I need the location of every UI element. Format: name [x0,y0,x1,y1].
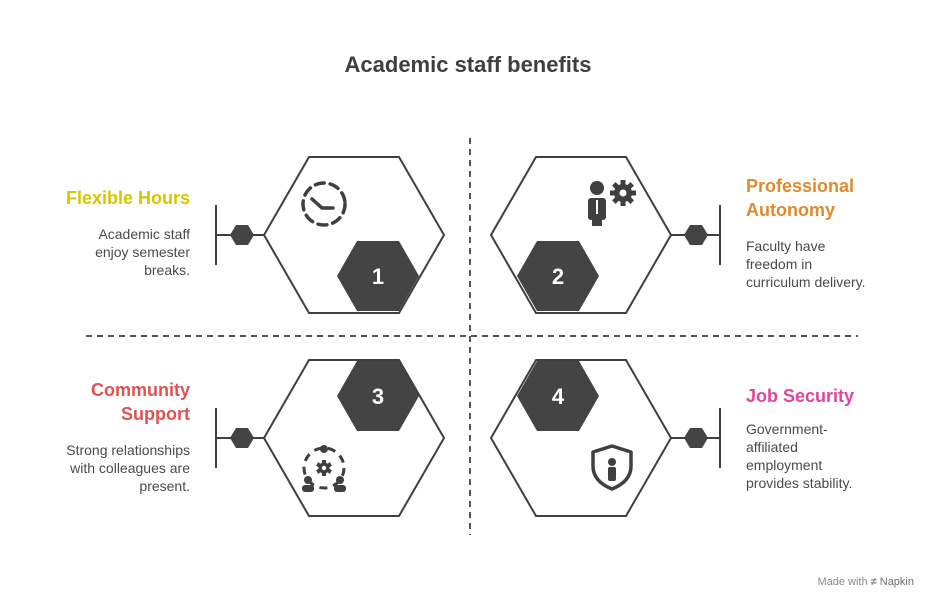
desc-line: with colleagues are [70,460,190,476]
heading-line: Support [121,404,190,424]
quadrant-2: 2 [489,156,721,314]
heading-line: Autonomy [746,200,835,220]
number-hexagon-4 [517,361,599,431]
heading-line: Flexible Hours [65,188,190,208]
heading-job-security: Job Security [746,384,926,408]
number-label-2: 2 [552,264,564,289]
quadrant-4: 4 [489,359,721,517]
desc-line: employment [746,457,823,473]
number-hexagon-1 [337,241,419,311]
heading-community-support: Community Support [20,378,190,426]
clock-dashed-icon [301,181,347,227]
made-with-label: Made with [817,576,868,588]
desc-flexible-hours: Academic staff enjoy semester breaks. [20,225,190,279]
connector-2 [671,205,721,265]
number-hexagon-3 [337,361,419,431]
community-gear-icon [302,445,346,492]
diagram-title: Academic staff benefits [344,52,592,77]
desc-line: Academic staff [98,226,190,242]
quadrant-1: 1 [215,156,446,314]
desc-job-security: Government- affiliated employment provid… [746,420,926,492]
desc-line: affiliated [746,439,798,455]
heading-flexible-hours: Flexible Hours [20,186,190,210]
number-label-4: 4 [552,384,565,409]
connector-1 [215,205,264,265]
connector-4 [671,408,721,468]
heading-line: Professional [746,176,855,196]
desc-line: Government- [746,421,828,437]
connector-3 [215,408,264,468]
number-label-1: 1 [372,264,384,289]
desc-line: present. [139,478,190,494]
heading-line: Community [91,380,190,400]
desc-line: freedom in [746,256,813,272]
desc-line: curriculum delivery. [746,274,866,290]
napkin-logo-icon: ≠ [870,576,877,588]
person-gear-icon [588,180,636,226]
brand-label: Napkin [879,576,914,588]
heading-line: Job Security [746,386,855,406]
number-label-3: 3 [372,384,384,409]
heading-professional-autonomy: Professional Autonomy [746,174,926,222]
desc-line: Faculty have [746,238,826,254]
napkin-credit[interactable]: Made with ≠ Napkin [817,576,914,588]
shield-person-icon [591,444,633,491]
desc-line: Strong relationships [66,442,190,458]
desc-line: enjoy semester [95,244,190,260]
desc-professional-autonomy: Faculty have freedom in curriculum deliv… [746,237,926,291]
desc-line: breaks. [144,262,190,278]
desc-community-support: Strong relationships with colleagues are… [20,441,190,495]
desc-line: provides stability. [746,475,853,491]
quadrant-3: 3 [215,359,446,517]
number-hexagon-2 [517,241,599,311]
